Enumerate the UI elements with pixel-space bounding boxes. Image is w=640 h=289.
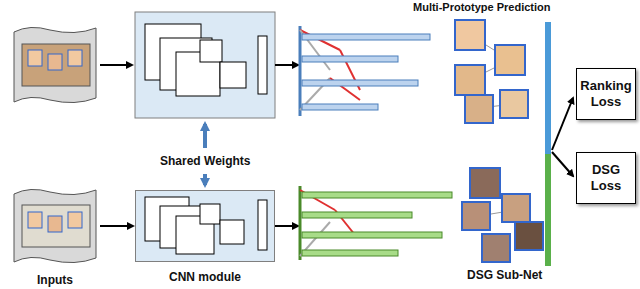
loss-box: Ranking Loss: [576, 68, 636, 120]
diagram-label: Shared Weights: [160, 154, 250, 168]
prototype-tree: [300, 20, 528, 123]
dsg-tree: [300, 168, 543, 262]
node-text: Inputs: [12, 273, 98, 287]
flow-arrow: [100, 225, 133, 227]
film-strip: [14, 27, 96, 102]
cnn-module-box: CNN module: [135, 190, 275, 262]
node-text: CNN module: [126, 270, 284, 284]
diagram-label: DSG Sub-Net: [467, 268, 542, 282]
loss-box: DSG Loss: [576, 152, 636, 204]
inputs-group: Inputs: [12, 186, 98, 287]
node-text: Ranking Loss: [579, 78, 633, 111]
diagram-label: Multi-Prototype Prediction: [413, 1, 551, 13]
cnn-module-box: [135, 12, 275, 118]
node-text: DSG Loss: [579, 162, 633, 195]
cnn-layers: [135, 190, 275, 262]
film-strip: [14, 189, 96, 262]
